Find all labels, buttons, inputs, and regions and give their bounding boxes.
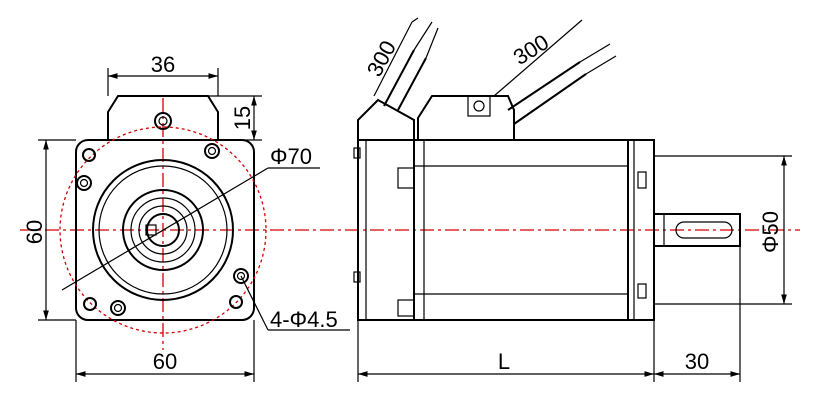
front-view: 36 15 Φ70 4-Φ4.5 60 60 <box>20 52 800 382</box>
cable-2 <box>507 61 587 125</box>
dim-holes-label: 4-Φ4.5 <box>270 307 338 332</box>
housing-circle <box>92 159 234 301</box>
dim-60-width-label: 60 <box>153 349 177 374</box>
dim-phi50-label: Φ50 <box>758 211 783 253</box>
dim-15-label: 15 <box>230 106 255 130</box>
connector-box <box>107 95 219 140</box>
rear-cap-top <box>357 98 415 140</box>
shaft-key <box>675 221 733 239</box>
dim-36-label: 36 <box>151 52 175 77</box>
cable-1 <box>383 49 427 111</box>
dim-30-label: 30 <box>685 349 709 374</box>
square-flange <box>75 139 255 321</box>
cable-1-length-label: 300 <box>362 36 401 80</box>
mounting-holes <box>76 143 249 316</box>
bolt-circle <box>59 126 267 334</box>
shaft <box>653 213 741 247</box>
connector-screw <box>154 112 172 130</box>
cable-2-length-label: 300 <box>509 29 553 70</box>
shaft-circle <box>146 213 180 247</box>
dim-L-label: L <box>498 349 510 374</box>
key-slot <box>145 224 157 236</box>
side-view: 300 300 Φ50 L 30 <box>353 17 792 382</box>
connector-housing <box>417 95 515 140</box>
dim-60-height-label: 60 <box>22 220 47 244</box>
pilot-circle <box>122 189 204 271</box>
dim-phi70-label: Φ70 <box>270 144 312 169</box>
